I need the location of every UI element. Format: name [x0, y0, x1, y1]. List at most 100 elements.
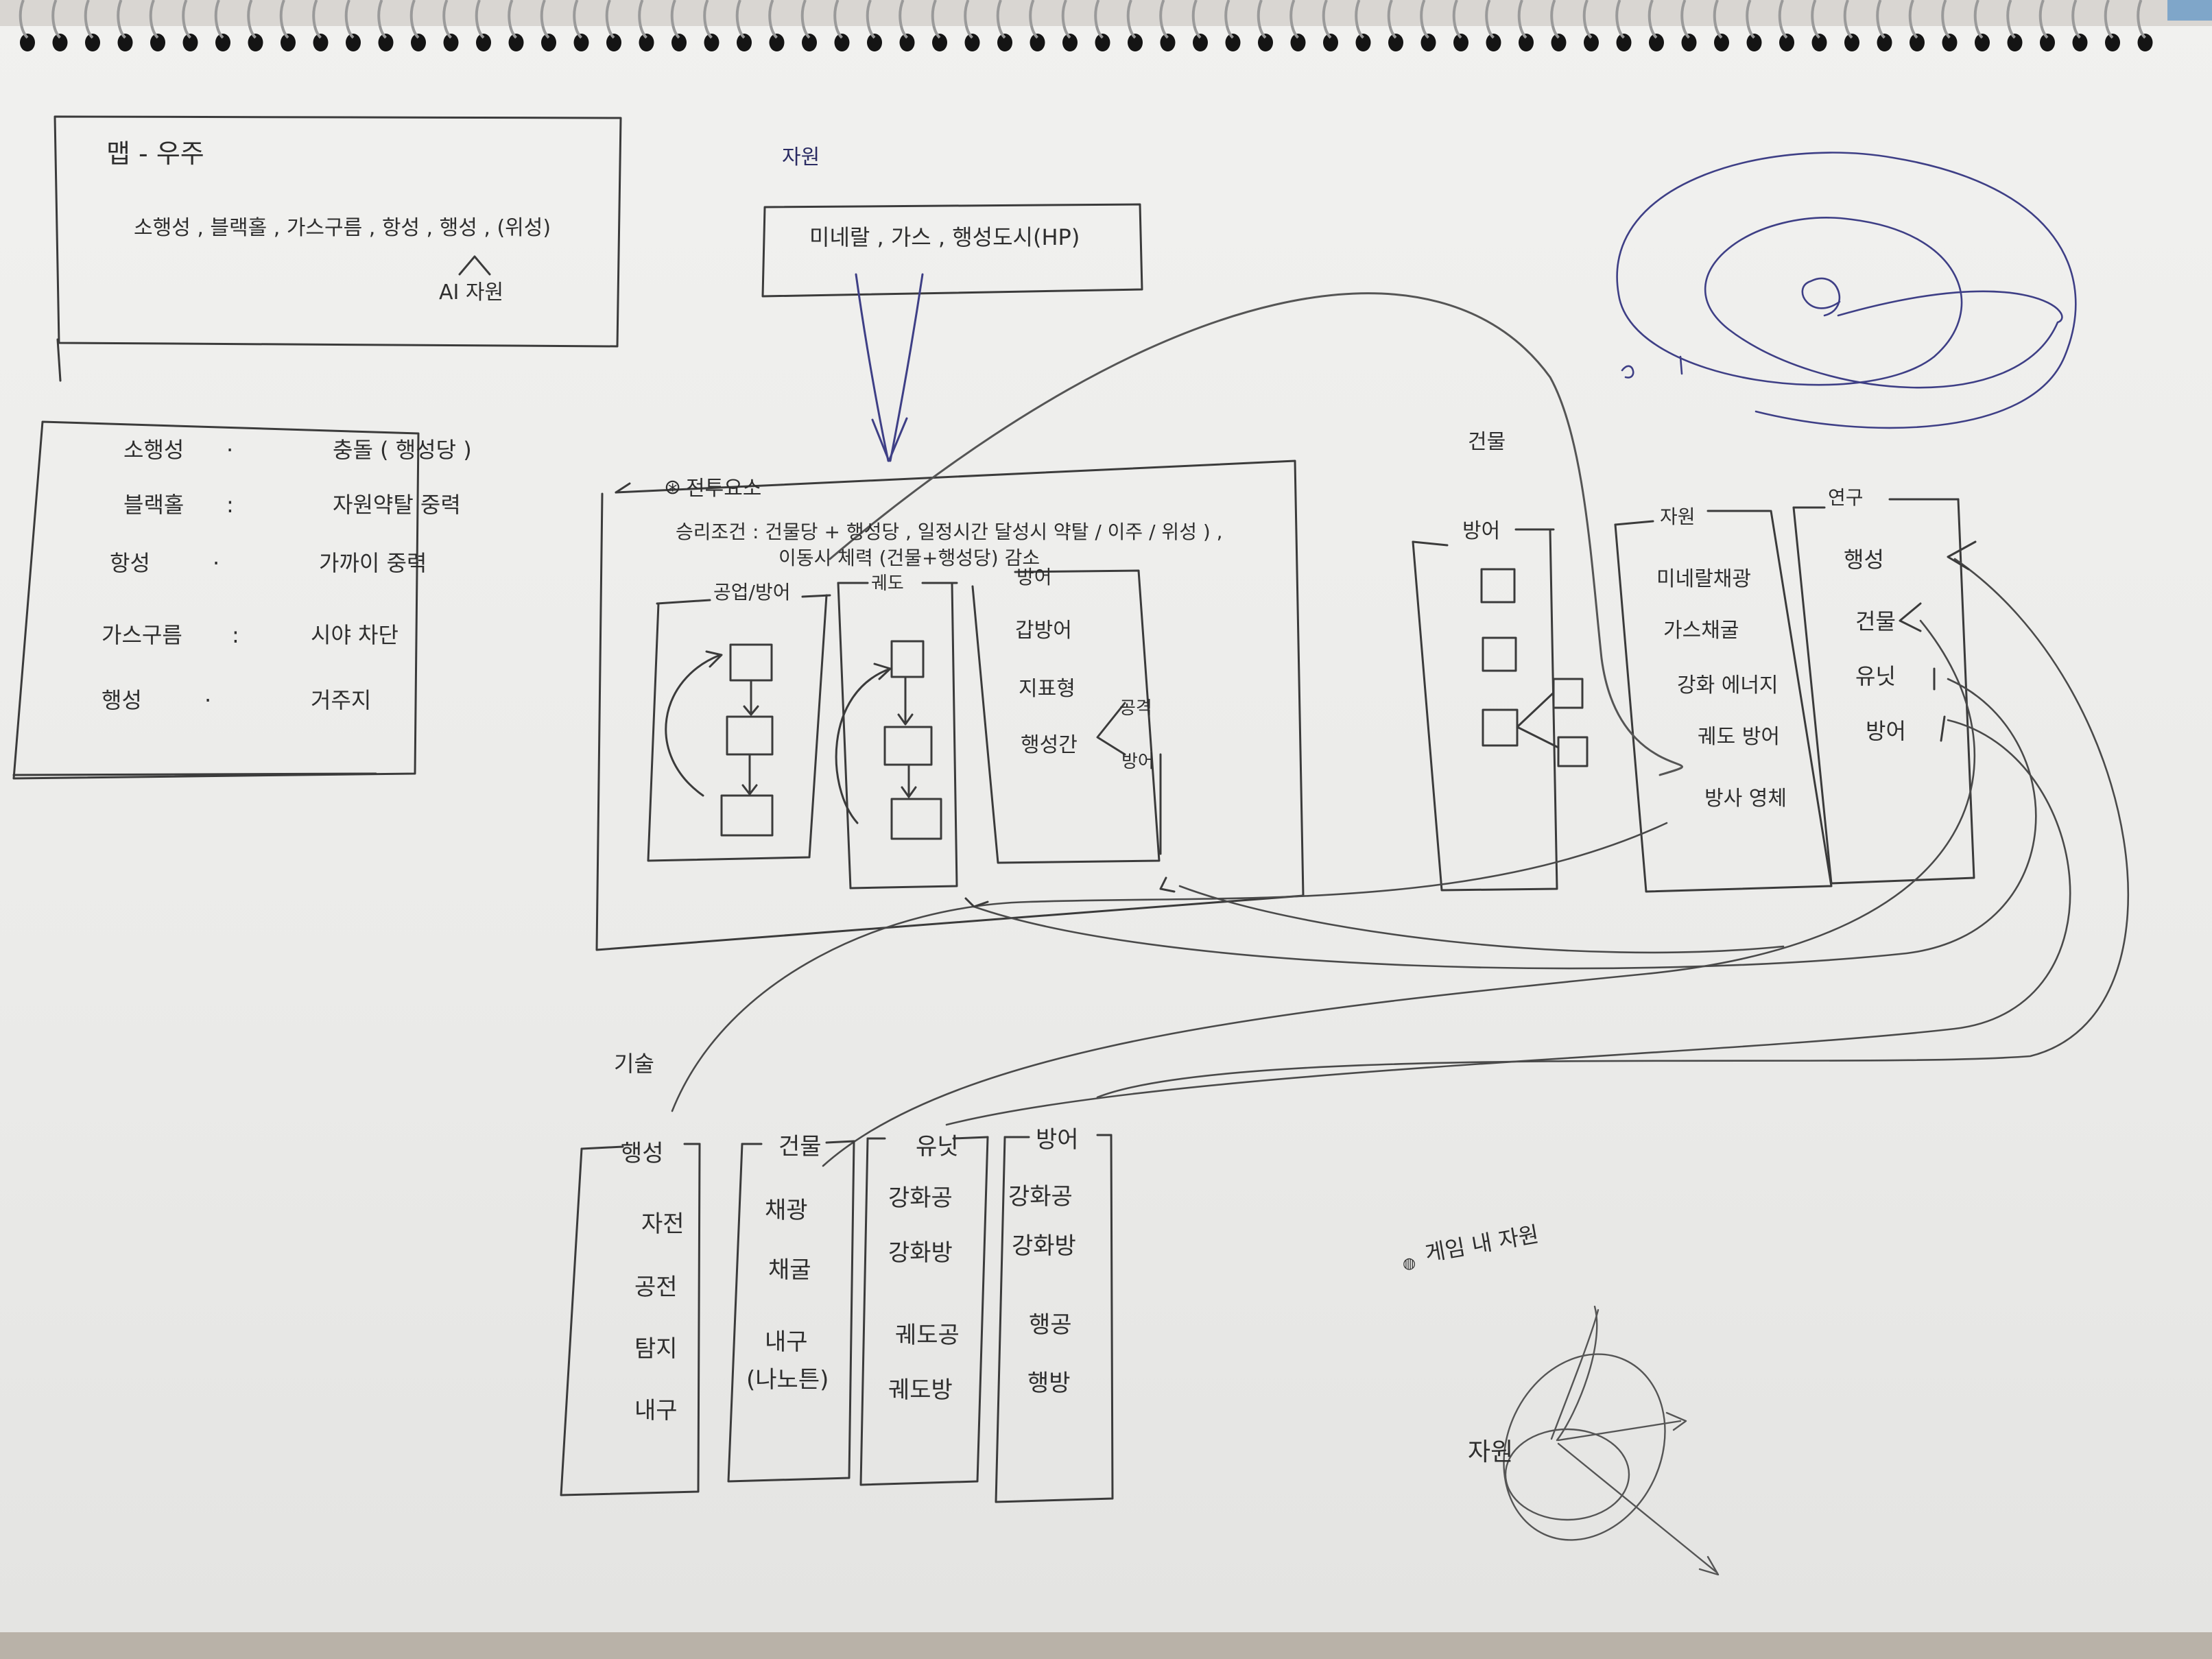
resource-heading: 자원	[782, 145, 820, 169]
binding-hole	[150, 34, 165, 51]
binding-hole	[248, 34, 263, 51]
tech-col-item: 강화방	[888, 1239, 953, 1267]
binding-hole	[867, 34, 882, 51]
tech-col-item: 강화공	[1008, 1183, 1073, 1210]
binding-hole	[1290, 34, 1306, 51]
binding-hole	[411, 34, 426, 51]
binding-hole	[671, 34, 687, 51]
binding-wire	[1224, 0, 1235, 39]
binding-wire	[1322, 0, 1332, 39]
desc-row-sep: :	[226, 492, 234, 518]
binding-wire	[1094, 0, 1104, 39]
binding-wire	[117, 0, 127, 39]
branch-mark	[1096, 702, 1126, 756]
tech-col-item: 강화방	[1012, 1232, 1076, 1260]
binding-wire	[1485, 0, 1495, 39]
combat-col3-item: 지표형	[1019, 677, 1075, 701]
binding-wire	[1061, 0, 1071, 39]
binding-wire	[833, 0, 844, 39]
combat-line2: 이동시 체력 (건물+행성당) 감소	[778, 547, 1040, 569]
tech-col-item: 내구	[765, 1328, 808, 1356]
desc-box-frame	[12, 420, 420, 780]
binding-wire	[51, 0, 62, 39]
binding-hole	[476, 34, 491, 51]
binding-wire	[735, 0, 746, 39]
binding-hole	[281, 34, 296, 51]
binding-hole	[606, 34, 621, 51]
combat-col2-title: 궤도	[871, 573, 904, 594]
binding-wire	[508, 0, 518, 39]
binding-hole	[1844, 34, 1859, 51]
building-heading: 건물	[1468, 430, 1506, 454]
binding-wire	[1615, 0, 1626, 39]
binding-wire	[1355, 0, 1365, 39]
binding-wire	[1908, 0, 1918, 39]
binding-hole	[964, 34, 980, 51]
desc-row-value: 자원약탈 중력	[333, 492, 461, 518]
binding-hole	[1323, 34, 1338, 51]
building-defense-squares	[1480, 568, 1589, 767]
binding-hole	[85, 34, 100, 51]
combat-col2-frame	[837, 582, 958, 890]
binding-wire	[1811, 0, 1821, 39]
tech-col-item: 내구	[634, 1397, 678, 1424]
binding-hole	[834, 34, 850, 51]
binding-wire	[214, 0, 224, 39]
tech-col-title: 건물	[778, 1133, 822, 1160]
binding-hole	[639, 34, 654, 51]
resource-box-frame	[761, 203, 1143, 298]
combat-col1-title: 공업/방어	[713, 581, 791, 604]
binding-hole	[508, 34, 524, 51]
binding-hole	[1388, 34, 1403, 51]
binding-hole	[1811, 34, 1827, 51]
binding-hole	[1453, 34, 1468, 51]
map-box-frame	[53, 115, 622, 382]
map-box-items: 소행성 , 블랙홀 , 가스구름 , 항성 , 행성 , (위성)	[134, 216, 551, 240]
desc-row-key: 항성	[110, 550, 150, 576]
binding-hole	[1030, 34, 1045, 51]
tech-col-item: 자전	[641, 1210, 685, 1238]
tech-col-item: 채굴	[768, 1256, 811, 1284]
binding-wire	[1941, 0, 1951, 39]
loop-line	[829, 292, 1684, 776]
binding-hole	[52, 34, 68, 51]
binding-hole	[1128, 34, 1143, 51]
ingame-note-icon: ◍	[1403, 1255, 1416, 1272]
tech-col-item: 탐지	[634, 1335, 678, 1363]
binding-wire	[1191, 0, 1202, 39]
binding-hole	[2105, 34, 2120, 51]
binding-wire	[279, 0, 289, 39]
binding-wire	[670, 0, 680, 39]
building-resource-item: 미네랄채광	[1656, 567, 1751, 591]
binding-wire	[1289, 0, 1300, 39]
ingame-resource-label: 자원	[1468, 1438, 1514, 1466]
binding-hole	[1160, 34, 1176, 51]
binding-wire	[84, 0, 94, 39]
desc-row-sep: :	[232, 622, 239, 648]
binding-hole	[1779, 34, 1794, 51]
binding-wire	[703, 0, 713, 39]
binding-wire	[1420, 0, 1430, 39]
binding-wire	[964, 0, 974, 39]
desc-row-key: 행성	[102, 687, 142, 713]
binding-wire	[1876, 0, 1886, 39]
binding-wire	[638, 0, 648, 39]
tech-col4-frame	[995, 1134, 1114, 1503]
binding-hole	[1584, 34, 1599, 51]
combat-col3-title: 방어	[1016, 566, 1052, 588]
binding-hole	[1649, 34, 1664, 51]
binding-hole	[541, 34, 556, 51]
building-resource-item: 궤도 방어	[1698, 725, 1780, 749]
binding-hole	[1616, 34, 1632, 51]
binding-rings	[19, 0, 2153, 51]
desc-row-value: 충돌 ( 행성당 )	[333, 437, 472, 463]
binding-wire	[1517, 0, 1527, 39]
binding-hole	[1355, 34, 1371, 51]
binding-hole	[1551, 34, 1567, 51]
combat-title: 전투요소	[686, 477, 762, 501]
combat-col3-item: 갑방어	[1015, 619, 1072, 643]
binding-wire	[2071, 0, 2082, 39]
binding-wire	[1550, 0, 1560, 39]
binding-wire	[149, 0, 159, 39]
tech-col-title: 행성	[621, 1140, 664, 1167]
